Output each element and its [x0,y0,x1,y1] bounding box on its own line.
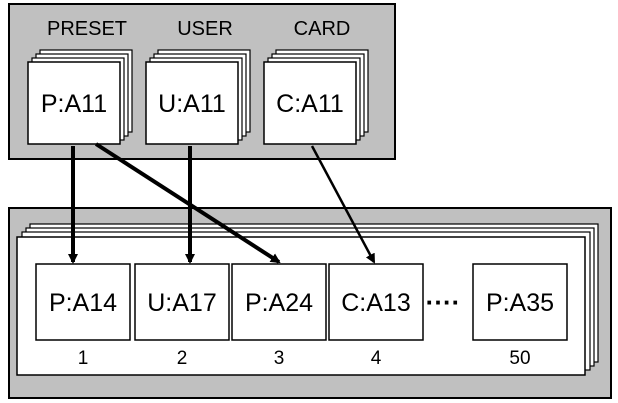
user-card-label: U:A11 [158,90,226,118]
source-label-preset: PRESET [47,18,127,40]
arrow-preset-to-slot-3 [94,142,281,264]
arrow-card-to-slot-4 [310,145,376,264]
slot-3: P:A24 3 [231,263,327,369]
card-card-label: C:A11 [276,90,344,118]
slot-2-label: U:A17 [147,289,216,317]
preset-card-stack: P:A11 [27,49,133,145]
slot-4-label: C:A13 [341,289,410,317]
slot-1-number: 1 [78,348,89,369]
slot-4-number: 4 [371,348,382,369]
card-card-stack: C:A11 [263,49,369,145]
slot-1: P:A14 1 [35,263,131,369]
card-card [263,61,357,145]
slot-2-number: 2 [177,348,188,369]
user-card [145,61,239,145]
source-label-user: USER [177,18,233,40]
slot-50-number: 50 [509,348,530,369]
slot-4: C:A13 4 [328,263,424,369]
slot-50: P:A35 50 [472,263,568,369]
source-label-card: CARD [294,18,351,40]
slot-50-label: P:A35 [486,289,554,317]
slot-3-number: 3 [274,348,285,369]
slot-1-label: P:A14 [49,289,117,317]
user-card-stack: U:A11 [145,49,251,145]
preset-card [27,61,121,145]
slot-ellipsis: ···· [426,287,461,317]
preset-card-label: P:A11 [41,90,107,118]
slot-2: U:A17 2 [134,263,230,369]
slot-3-label: P:A24 [245,289,313,317]
